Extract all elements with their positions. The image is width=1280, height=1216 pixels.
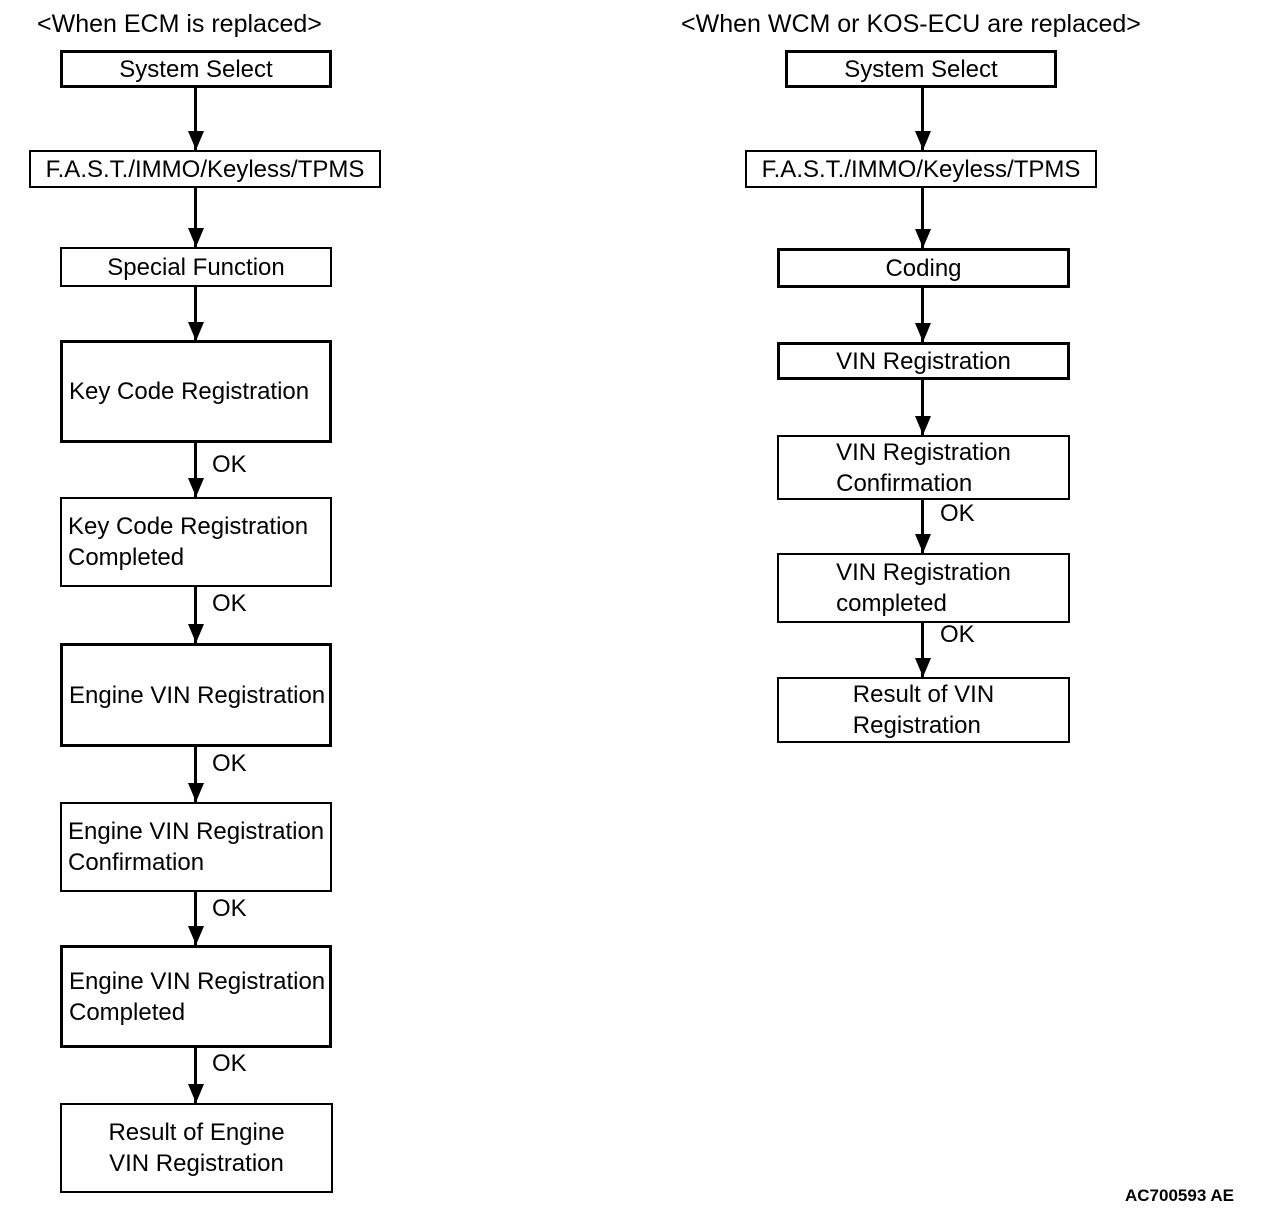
flow-step-label: Key Code Registration — [68, 513, 309, 540]
flow-arrow — [194, 441, 197, 497]
figure-code: AC700593 AE — [1125, 1186, 1234, 1205]
flow-step-result-of-vin-registration: Result of VIN Registration — [777, 677, 1070, 743]
flow-step-label: Result of Engine — [108, 1119, 285, 1146]
flow-arrow — [194, 186, 197, 247]
ok-label: OK — [212, 1050, 247, 1077]
flow-step-label: VIN Registration — [836, 347, 1011, 375]
flow-step-label-lines: Coding — [885, 253, 961, 284]
ok-label: OK — [212, 451, 247, 478]
flow-step-label-lines: Key Code Registration — [69, 376, 309, 407]
flow-step-label-lines: VIN Registration completed — [836, 557, 1011, 619]
flow-step-label-lines: Result of Engine VIN Registration — [108, 1117, 284, 1179]
flow-step-label: Key Code Registration — [69, 378, 310, 405]
flow-step-label: F.A.S.T./IMMO/Keyless/TPMS — [45, 155, 365, 183]
ok-label: OK — [212, 750, 247, 777]
flow-step-special-function: Special Function — [60, 247, 332, 287]
ok-label: OK — [212, 590, 247, 617]
flow-step-label: VIN Registration — [836, 438, 1011, 466]
flow-arrow — [921, 86, 924, 150]
flow-step-label: Completed — [68, 544, 185, 571]
flow-step-label: Result of VIN — [852, 681, 995, 708]
flow-step-label: F.A.S.T./IMMO/Keyless/TPMS — [761, 155, 1081, 183]
ok-label: OK — [940, 500, 975, 527]
flow-arrow — [194, 890, 197, 945]
flow-step-label-lines: Key Code Registration Completed — [68, 511, 308, 573]
flow-step-system-select: System Select — [60, 50, 332, 88]
flow-step-vin-registration-confirmation: VIN Registration Confirmation — [777, 435, 1070, 500]
left-flow-title: <When ECM is replaced> — [37, 10, 322, 38]
flow-step-label: Engine VIN Registration — [69, 967, 326, 995]
flow-step-coding: Coding — [777, 248, 1070, 288]
flow-step-label: Coding — [885, 254, 962, 282]
flow-step-label: Special Function — [107, 253, 285, 281]
flow-step-label-lines: Engine VIN Registration — [69, 680, 325, 711]
flow-step-key-code-registration: Key Code Registration — [60, 340, 332, 443]
flow-step-vin-registration: VIN Registration — [777, 342, 1070, 380]
flow-arrow — [194, 285, 197, 341]
flow-step-label: VIN Registration — [836, 559, 1011, 586]
flow-arrow — [921, 621, 924, 677]
flow-arrow — [921, 286, 924, 342]
flow-step-result-of-engine-vin-registration: Result of Engine VIN Registration — [60, 1103, 333, 1193]
flow-arrow — [194, 585, 197, 643]
flow-step-label-lines: Engine VIN Registration Confirmation — [68, 816, 324, 878]
flow-step-system-select-right: System Select — [785, 50, 1057, 88]
flow-step-vin-registration-completed: VIN Registration completed — [777, 553, 1070, 623]
flow-step-key-code-registration-completed: Key Code Registration Completed — [60, 497, 332, 587]
ok-label: OK — [212, 895, 247, 922]
flow-step-label: completed — [836, 590, 947, 617]
flow-arrow — [921, 186, 924, 248]
flow-step-engine-vin-registration-confirmation: Engine VIN Registration Confirmation — [60, 802, 332, 892]
flow-step-label-lines: F.A.S.T./IMMO/Keyless/TPMS — [762, 154, 1081, 185]
flow-step-fast-immo-keyless-tpms-right: F.A.S.T./IMMO/Keyless/TPMS — [745, 150, 1097, 188]
flow-step-label: VIN Registration — [109, 1150, 284, 1177]
flow-step-label: Confirmation — [836, 469, 973, 497]
flow-step-label: Confirmation — [68, 849, 205, 876]
flow-arrow — [194, 745, 197, 802]
flow-step-label-lines: VIN Registration — [836, 346, 1011, 377]
flow-arrow — [921, 378, 924, 435]
flow-step-label-lines: VIN Registration Confirmation — [836, 437, 1011, 499]
flow-step-label-lines: Result of VIN Registration — [853, 679, 994, 741]
flow-step-label-lines: Special Function — [107, 252, 284, 283]
flow-step-label: Completed — [69, 998, 186, 1026]
flow-step-label-lines: System Select — [119, 54, 272, 85]
flow-step-fast-immo-keyless-tpms: F.A.S.T./IMMO/Keyless/TPMS — [29, 150, 381, 188]
ok-label: OK — [940, 621, 975, 648]
flow-step-label: Engine VIN Registration — [69, 681, 326, 709]
flow-step-engine-vin-registration: Engine VIN Registration — [60, 643, 332, 747]
flow-step-label: Registration — [852, 712, 981, 739]
flow-step-label-lines: F.A.S.T./IMMO/Keyless/TPMS — [46, 154, 365, 185]
flow-step-label: Engine VIN Registration — [68, 818, 325, 845]
flow-arrow — [921, 498, 924, 553]
flow-step-label: System Select — [119, 55, 273, 83]
flow-arrow — [194, 86, 197, 150]
flow-arrow — [194, 1046, 197, 1103]
flow-step-label-lines: System Select — [844, 54, 997, 85]
right-flow-title: <When WCM or KOS-ECU are replaced> — [681, 10, 1141, 38]
flow-step-engine-vin-registration-completed: Engine VIN Registration Completed — [60, 945, 332, 1048]
flow-step-label: System Select — [844, 55, 998, 83]
flow-step-label-lines: Engine VIN Registration Completed — [69, 966, 325, 1028]
